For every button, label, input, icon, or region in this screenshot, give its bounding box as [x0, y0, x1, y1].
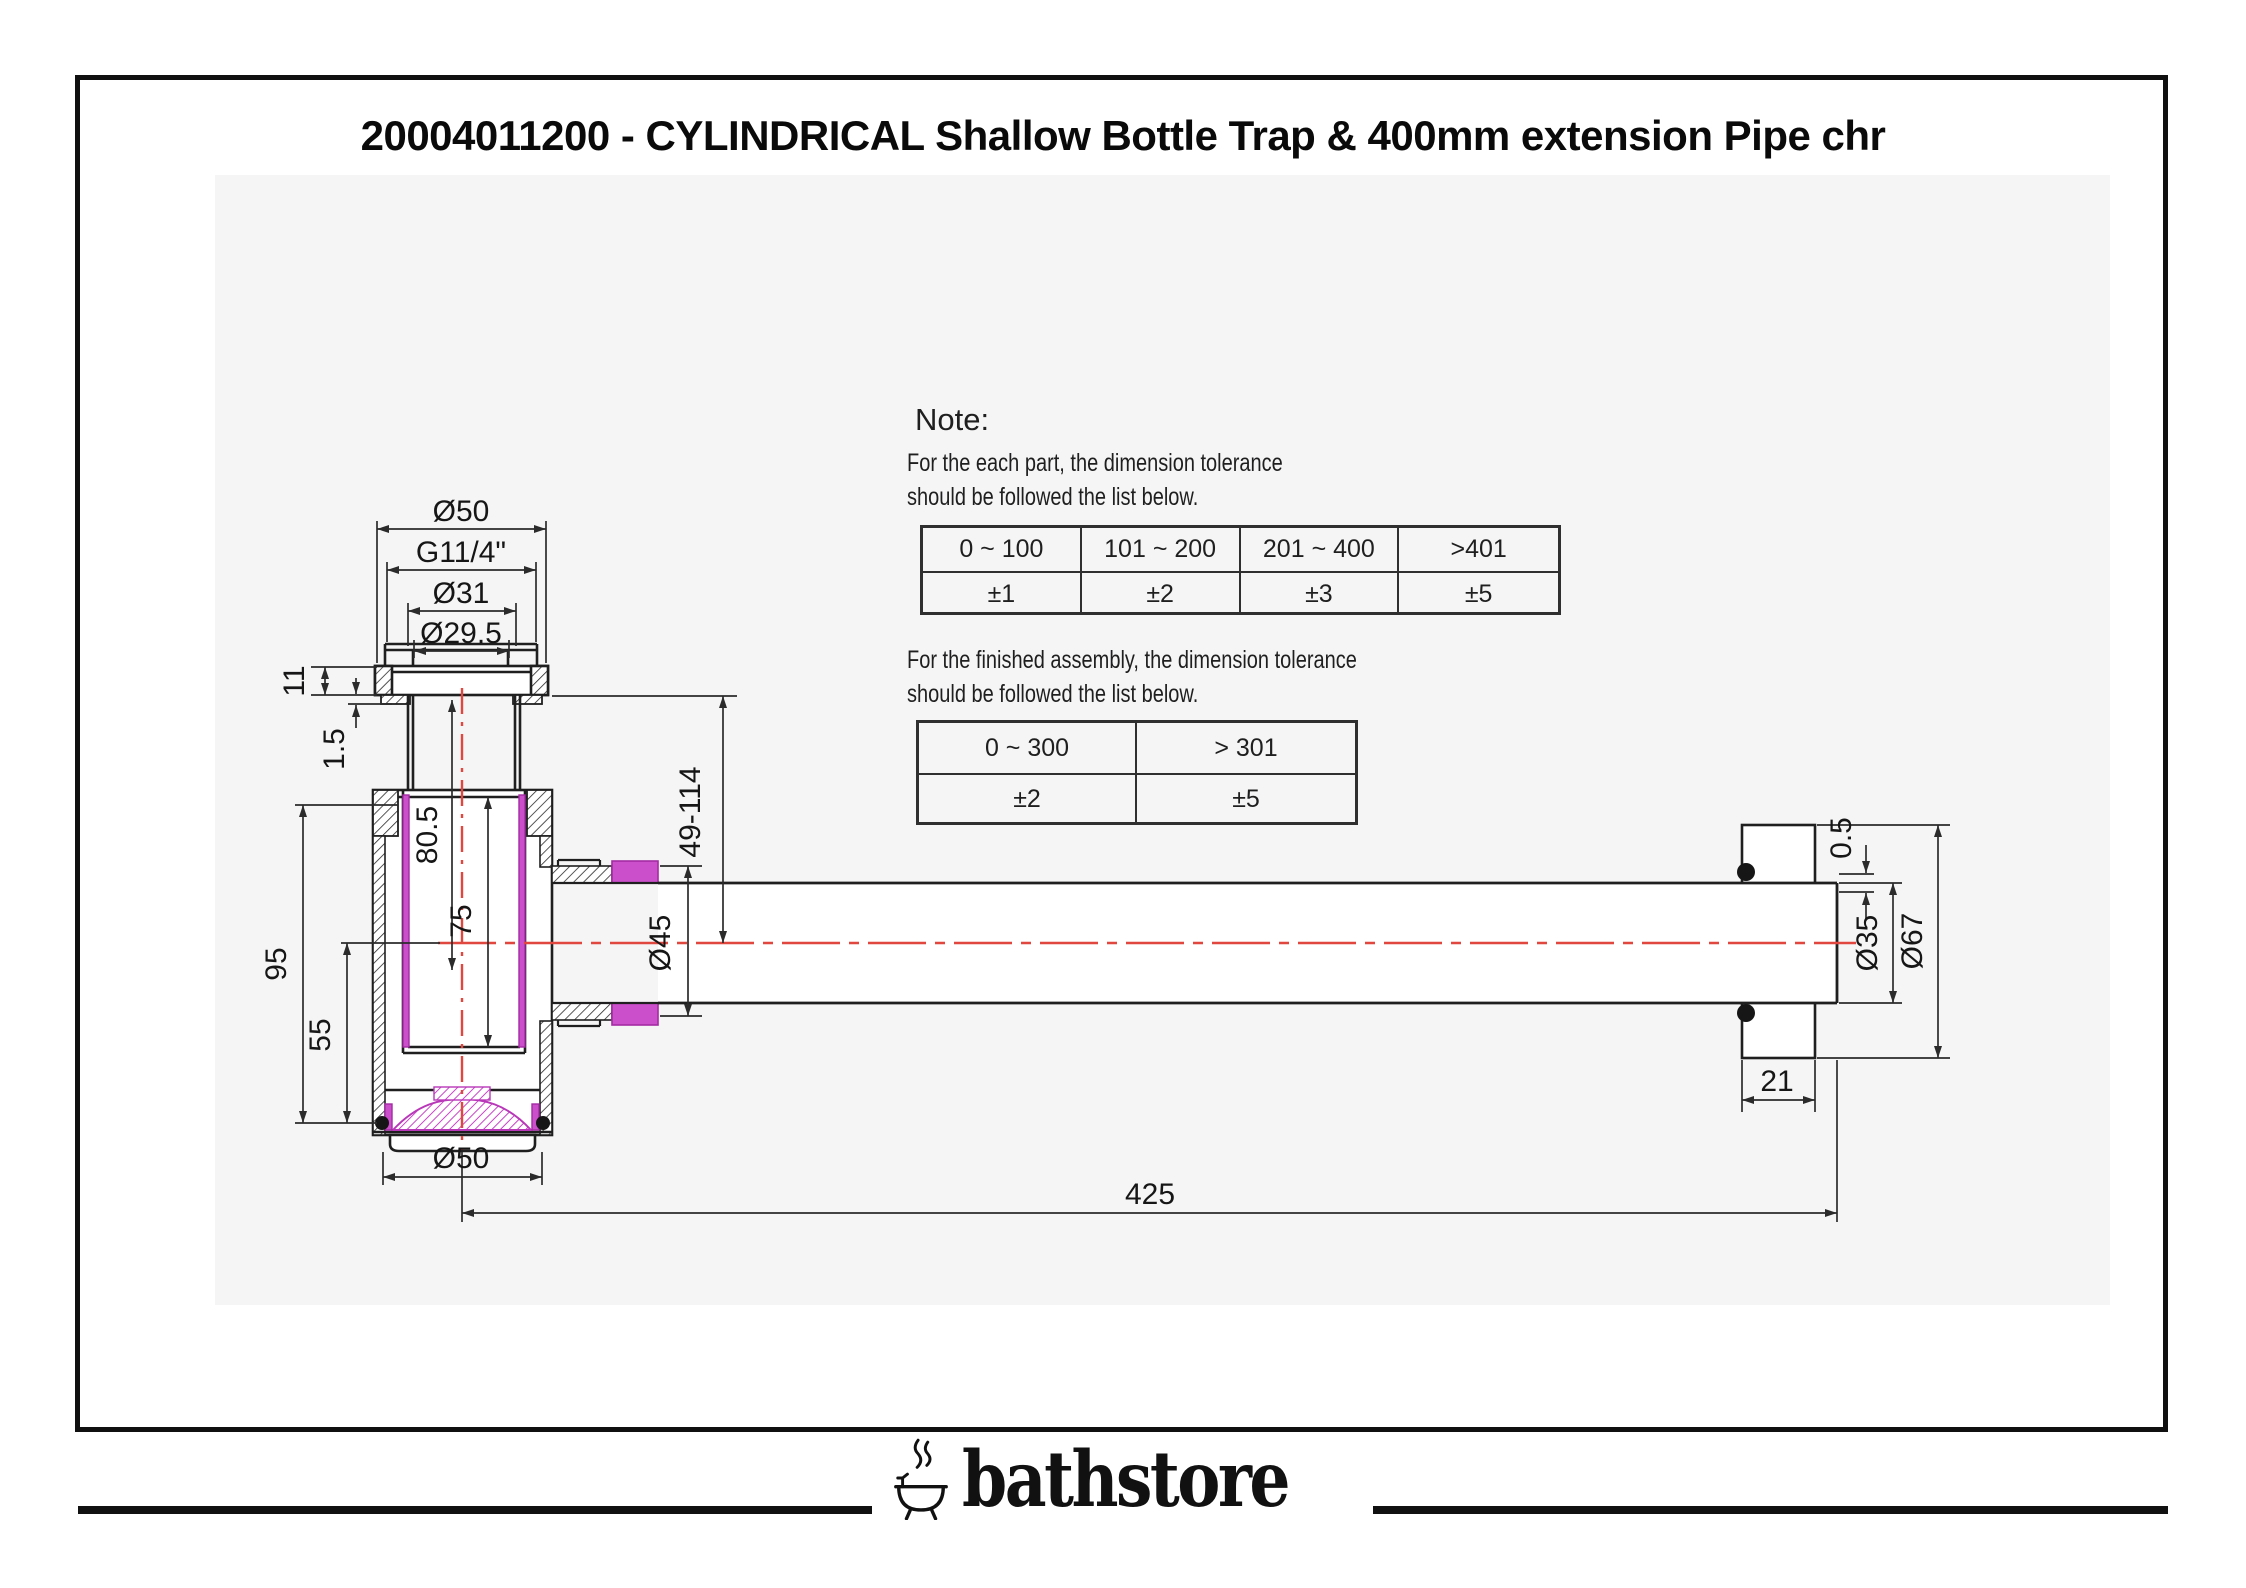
note-paragraph-assembly: For the finished assembly, the dimension… [907, 643, 1357, 711]
bathstore-logo: bathstore [890, 1436, 1350, 1520]
dimension-lines [295, 521, 1950, 1222]
note-line: For the each part, the dimension toleran… [907, 449, 1283, 477]
dim-d50-bottom: Ø50 [433, 1142, 490, 1175]
table-cell: 0 ~ 100 [923, 528, 1082, 573]
table-cell: >401 [1399, 528, 1558, 573]
dim-d50-top: Ø50 [433, 495, 490, 528]
note-line: should be followed the list below. [907, 680, 1199, 708]
table-cell: ±2 [1082, 573, 1241, 615]
part-tolerance-table: 0 ~ 100 101 ~ 200 201 ~ 400 >401 ±1 ±2 ±… [920, 525, 1561, 615]
table-cell: ±5 [1232, 784, 1260, 813]
dim-11: 11 [278, 665, 311, 696]
dim-d31: Ø31 [433, 577, 490, 610]
dim-0-5: 0.5 [1825, 817, 1858, 859]
dimension-labels: Ø50 G11/4" Ø31 Ø29.5 11 1.5 49-114 95 55… [260, 495, 1929, 1211]
footer-divider-right [1373, 1506, 2168, 1514]
o-ring-icon [1737, 863, 1755, 881]
table-cell: ±2 [919, 775, 1137, 823]
dim-80-5: 80.5 [411, 806, 444, 864]
note-line: For the finished assembly, the dimension… [907, 646, 1357, 674]
o-ring-icons [375, 1116, 550, 1130]
assembly-tolerance-table: 0 ~ 300 > 301 ±2 ±5 [916, 720, 1358, 825]
dim-21: 21 [1760, 1065, 1793, 1098]
outlet-stub [551, 858, 659, 1028]
note-line: should be followed the list below. [907, 483, 1199, 511]
footer-divider-left [78, 1506, 872, 1514]
table-cell: ±3 [1241, 573, 1400, 615]
dim-d29-5: Ø29.5 [420, 617, 502, 650]
dim-49-114: 49-114 [674, 766, 707, 857]
note-heading: Note: [915, 402, 990, 437]
table-cell: 101 ~ 200 [1081, 528, 1241, 573]
table-cell: 201 ~ 400 [1240, 528, 1400, 573]
brand-wordmark: bathstore [962, 1435, 1291, 1525]
dim-d45: Ø45 [644, 915, 677, 972]
dim-1-5: 1.5 [318, 728, 351, 770]
dim-95: 95 [260, 947, 293, 980]
bathtub-icon [894, 1438, 948, 1520]
wall-flange-and-pipe [658, 823, 1839, 1060]
centerlines [438, 688, 1856, 1150]
dim-75: 75 [445, 904, 478, 937]
dim-thread: G11/4" [416, 536, 506, 569]
dim-425: 425 [1125, 1178, 1175, 1211]
page-title: 20004011200 - CYLINDRICAL Shallow Bottle… [360, 112, 1886, 159]
table-cell: ±1 [923, 573, 1082, 615]
dim-55: 55 [304, 1018, 337, 1051]
dim-d35: Ø35 [1851, 915, 1884, 972]
page-border [75, 75, 2168, 1432]
table-cell: ±5 [1464, 579, 1493, 608]
table-cell: 0 ~ 300 [919, 723, 1137, 775]
table-cell: > 301 [1137, 723, 1355, 775]
note-paragraph-parts: For the each part, the dimension toleran… [907, 446, 1283, 514]
dim-d67: Ø67 [1896, 913, 1929, 970]
o-ring-icon [1737, 1004, 1755, 1022]
